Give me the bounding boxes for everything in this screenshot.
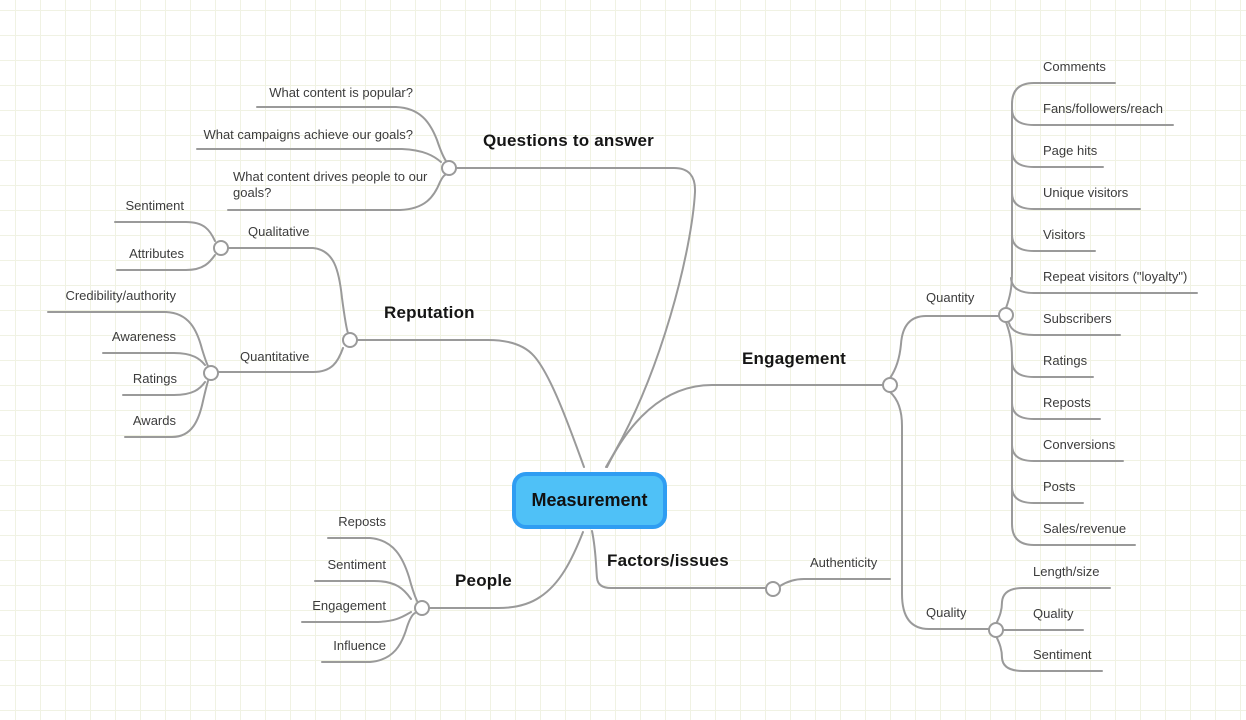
node-comments[interactable]: Comments	[1043, 59, 1106, 74]
node-people-reposts[interactable]: Reposts	[338, 514, 386, 529]
node-fans-followers-reach[interactable]: Fans/followers/reach	[1043, 101, 1163, 116]
connector-people-engagement	[301, 611, 412, 623]
junction-engagement[interactable]	[882, 377, 898, 393]
connector-repeat-visitors	[1010, 277, 1198, 294]
connector-q-popular	[256, 106, 447, 162]
connector-quantity	[889, 315, 1000, 379]
node-posts[interactable]: Posts	[1043, 479, 1076, 494]
connector-reputation-main	[356, 339, 585, 468]
node-rep-ratings[interactable]: Ratings	[132, 371, 177, 386]
connector-qualitative	[227, 247, 349, 334]
connector-q-campaigns	[196, 148, 442, 163]
node-visitors[interactable]: Visitors	[1043, 227, 1086, 242]
connector-conversions	[1011, 444, 1124, 462]
connector-authenticity	[779, 578, 891, 587]
node-awareness[interactable]: Awareness	[111, 329, 176, 344]
node-quantity[interactable]: Quantity	[926, 290, 975, 305]
node-what-content-drives-people[interactable]: What content drives people to our goals?	[233, 169, 428, 200]
node-unique-visitors[interactable]: Unique visitors	[1043, 185, 1129, 200]
node-subscribers[interactable]: Subscribers	[1043, 311, 1112, 326]
connector-rep-attributes	[116, 254, 216, 271]
connector-awareness	[102, 352, 206, 366]
node-measurement[interactable]: Measurement	[512, 472, 667, 529]
node-quantitative[interactable]: Quantitative	[240, 349, 310, 364]
node-authenticity[interactable]: Authenticity	[810, 555, 878, 570]
node-page-hits[interactable]: Page hits	[1043, 143, 1098, 158]
junction-reputation[interactable]	[342, 332, 358, 348]
node-people-sentiment[interactable]: Sentiment	[327, 557, 386, 572]
connector-eng-ratings	[1011, 360, 1094, 378]
connector-rep-sentiment	[114, 221, 216, 242]
node-sales-revenue[interactable]: Sales/revenue	[1043, 521, 1127, 536]
connector-quality-sentiment	[995, 635, 1103, 672]
node-what-campaigns-achieve-goals[interactable]: What campaigns achieve our goals?	[203, 127, 413, 142]
junction-quantitative[interactable]	[203, 365, 219, 381]
connector-posts	[1011, 486, 1084, 504]
connector-sales	[1005, 321, 1136, 546]
junction-quantity[interactable]	[998, 307, 1014, 323]
node-qualitative[interactable]: Qualitative	[248, 224, 310, 239]
node-measurement-label: Measurement	[531, 490, 648, 510]
connector-rep-ratings	[122, 381, 206, 396]
branch-factors-issues[interactable]: Factors/issues	[607, 551, 729, 570]
connector-visitors	[1011, 234, 1096, 252]
node-rep-sentiment[interactable]: Sentiment	[125, 198, 184, 213]
connector-people-sentiment	[314, 580, 412, 600]
node-rep-attributes[interactable]: Attributes	[129, 246, 184, 261]
connector-pagehits	[1011, 150, 1104, 168]
connector-awards	[124, 380, 209, 438]
node-repeat-visitors-loyalty[interactable]: Repeat visitors ("loyalty")	[1043, 269, 1188, 284]
node-people-influence[interactable]: Influence	[333, 638, 386, 653]
connector-people-main	[428, 531, 584, 609]
node-quality-sentiment[interactable]: Sentiment	[1033, 647, 1092, 662]
branch-people[interactable]: People	[455, 571, 512, 590]
connector-factors-main	[591, 530, 767, 589]
node-what-content-is-popular[interactable]: What content is popular?	[269, 85, 413, 100]
junction-factors[interactable]	[765, 581, 781, 597]
connector-engagement-main	[606, 384, 884, 468]
connector-unique-visitors	[1011, 192, 1141, 210]
connector-q-drives	[227, 174, 446, 211]
connector-lengthsize	[995, 587, 1111, 625]
junction-qualitative[interactable]	[213, 240, 229, 256]
connector-people-influence	[321, 612, 416, 663]
node-awards[interactable]: Awards	[132, 413, 176, 428]
connector-quantitative	[217, 347, 344, 373]
node-credibility-authority[interactable]: Credibility/authority	[65, 288, 176, 303]
branch-engagement[interactable]: Engagement	[742, 349, 847, 368]
node-people-engagement[interactable]: Engagement	[312, 598, 386, 613]
node-quality[interactable]: Quality	[926, 605, 967, 620]
node-length-size[interactable]: Length/size	[1033, 564, 1100, 579]
branch-questions-to-answer[interactable]: Questions to answer	[483, 131, 655, 150]
connector-comments	[1005, 82, 1116, 309]
junction-questions[interactable]	[441, 160, 457, 176]
connector-questions-main	[455, 167, 697, 468]
connector-credibility	[47, 311, 209, 367]
connector-subscribers	[1008, 322, 1121, 336]
connector-eng-reposts	[1011, 402, 1101, 420]
node-eng-ratings[interactable]: Ratings	[1043, 353, 1088, 368]
node-conversions[interactable]: Conversions	[1043, 437, 1116, 452]
junction-quality[interactable]	[988, 622, 1004, 638]
node-quality-quality[interactable]: Quality	[1033, 606, 1074, 621]
node-eng-reposts[interactable]: Reposts	[1043, 395, 1091, 410]
connector-quality	[889, 391, 990, 630]
connector-fans	[1011, 108, 1174, 126]
connector-people-reposts	[327, 537, 418, 602]
branch-reputation[interactable]: Reputation	[384, 303, 475, 322]
junction-people[interactable]	[414, 600, 430, 616]
